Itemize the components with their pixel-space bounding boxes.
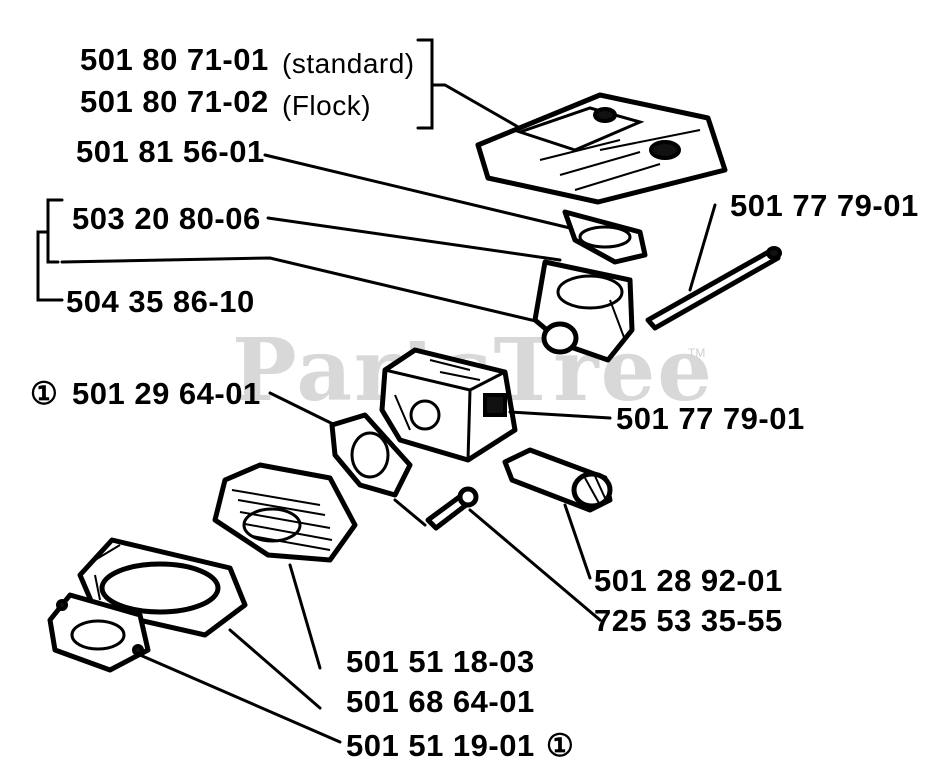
note-mark-icon: ① — [30, 376, 59, 411]
bracket-inner — [46, 230, 60, 264]
part-label-501-77-79-01-b: 501 77 79-01 — [616, 401, 805, 436]
part-label-501-81-56-01: 501 81 56-01 — [76, 134, 265, 169]
part-label-501-68-64-01: 501 68 64-01 — [346, 684, 535, 719]
part-label-501-80-71-01: 501 80 71-01 — [80, 42, 269, 77]
part-label-501-77-79-01-a: 501 77 79-01 — [730, 188, 919, 223]
part-note-flock: (Flock) — [282, 90, 372, 121]
bracket-left — [36, 198, 64, 302]
part-label-501-80-71-02: 501 80 71-02 — [80, 84, 269, 119]
leader-501-51-19 — [138, 653, 342, 744]
leader-501-77-79-b — [508, 410, 612, 420]
leader-air-filter-cover — [430, 83, 522, 130]
carb-gasket-part — [329, 412, 413, 498]
carburetor-part — [379, 347, 518, 463]
trademark-mark: TM — [688, 346, 706, 360]
leader-501-29 — [268, 391, 337, 427]
part-label-501-29-64-01: 501 29 64-01 — [72, 376, 261, 411]
part-label-501-51-19-01: 501 51 19-01 — [346, 728, 535, 763]
rod-part — [645, 246, 782, 331]
part-label-725-53-35-55: 725 53 35-55 — [594, 603, 783, 638]
leader-501-51-18 — [288, 563, 322, 670]
leader-rod — [688, 203, 717, 292]
gasket-part — [562, 209, 648, 265]
part-label-501-51-18-03: 501 51 18-03 — [346, 644, 535, 679]
leader-503 — [266, 216, 562, 262]
note-mark-icon-2: ① — [546, 728, 575, 763]
part-label-503-20-80-06: 503 20 80-06 — [72, 201, 261, 236]
air-filter-element-part — [212, 462, 358, 563]
leader-725 — [468, 508, 602, 622]
cylinder-filter-part — [502, 447, 613, 513]
bolt-part — [425, 486, 479, 531]
part-label-504-35-86-10: 504 35 86-10 — [66, 284, 255, 319]
air-filter-cover-part — [475, 92, 728, 205]
leader-501-68 — [228, 628, 322, 710]
leader-gasket — [263, 153, 572, 230]
bracket-right — [416, 38, 434, 130]
intake-adapter-part — [532, 259, 635, 363]
leader-501-28 — [563, 503, 592, 580]
part-label-501-28-92-01: 501 28 92-01 — [594, 563, 783, 598]
part-note-standard: (standard) — [282, 48, 415, 79]
base-gasket-part — [47, 592, 151, 673]
dash-line — [393, 498, 427, 527]
leader-504 — [60, 256, 542, 324]
